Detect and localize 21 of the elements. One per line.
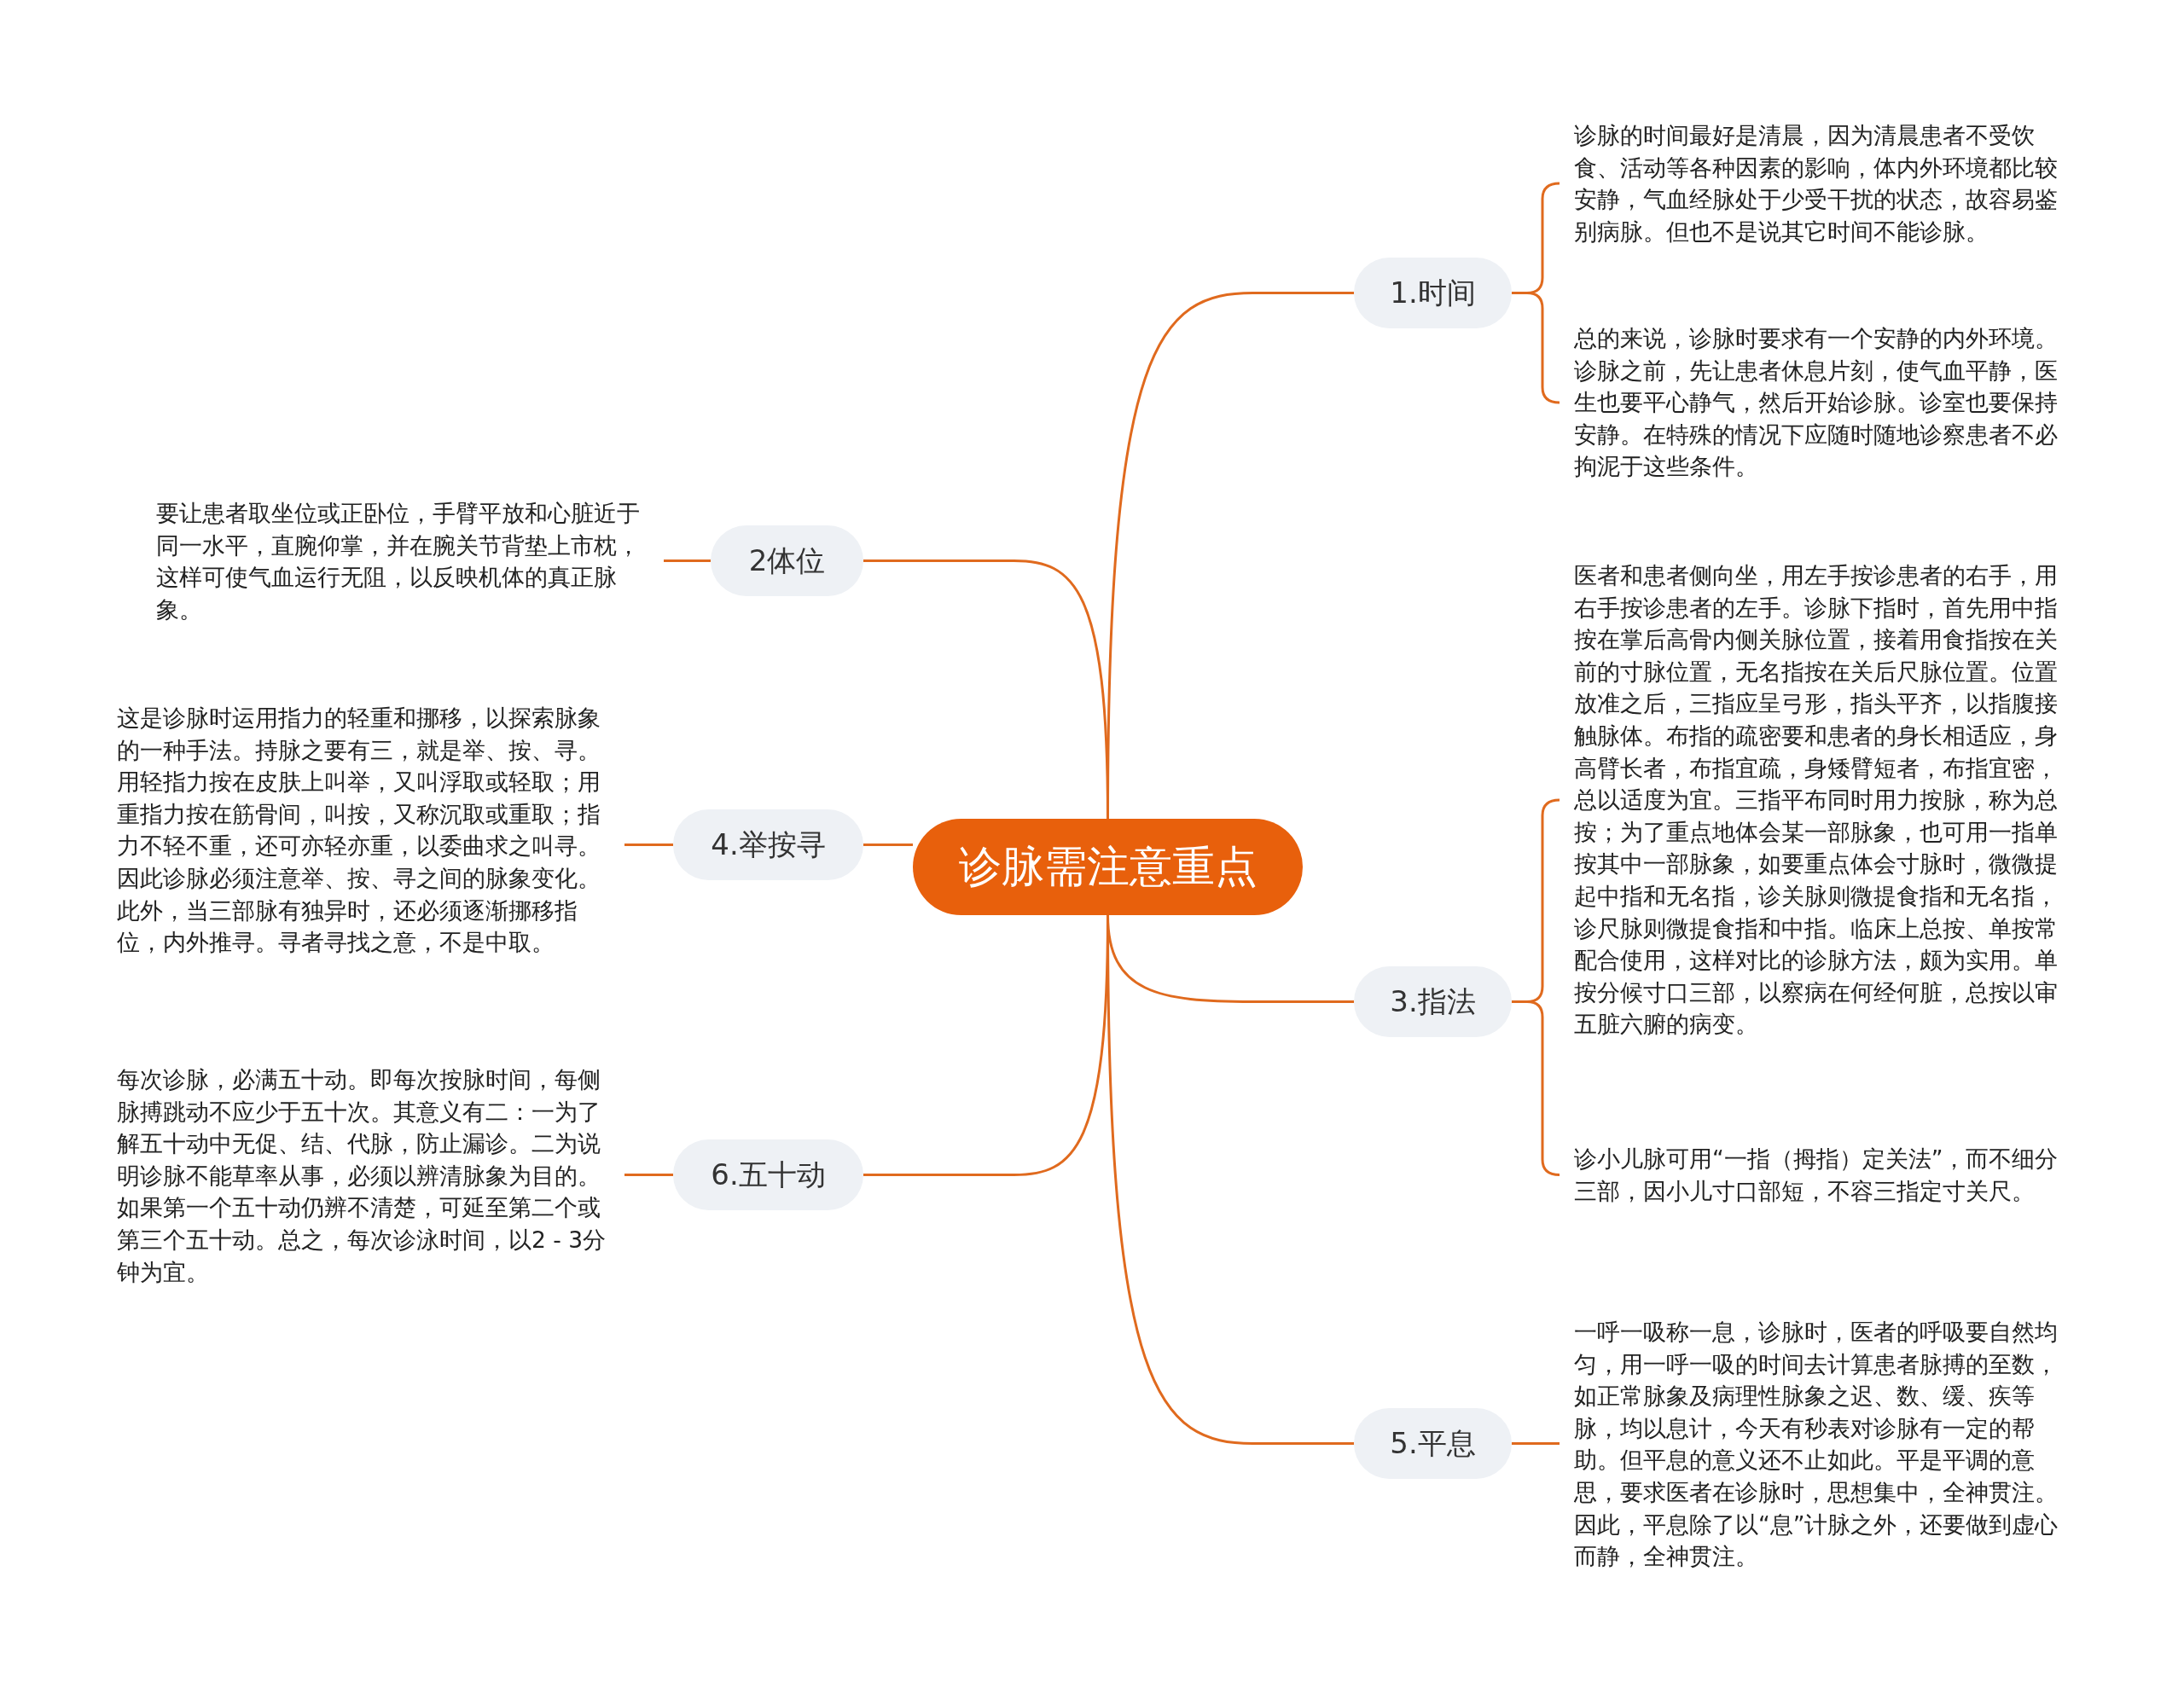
topic-box: 5.平息 <box>1354 1408 1512 1479</box>
note-text: 这是诊脉时运用指力的轻重和挪移，以探索脉象的一种手法。持脉之要有三，就是举、按、寻。用轻指力按在皮肤上叫举，又叫浮取或轻取；用重指力按在筋骨间，叫按，又称沉取或重取；指力不轻不重，还可亦轻亦重，以委曲求之叫寻。因此诊脉必须注意举、按、寻之间的脉象变化。此外，当三部脉有独异时，还必须逐渐挪移指位，内外推寻。寻者寻找之意，不是中取。 <box>117 702 624 959</box>
note-text: 每次诊脉，必满五十动。即每次按脉时间，每侧脉搏跳动不应少于五十次。其意义有二：一为了解五十动中无促、结、代脉，防止漏诊。二为说明诊脉不能草率从事，必须以辨清脉象为目的。如果第一个五十动仍辨不清楚，可延至第二个或第三个五十动。总之，每次诊泳时间，以2 - 3分钟为宜。 <box>117 1064 624 1289</box>
note-text: 诊脉的时间最好是清晨，因为清晨患者不受饮食、活动等各种因素的影响，体内外环境都比较安静，气血经脉处于少受干扰的状态，故容易鉴别病脉。但也不是说其它时间不能诊脉。 <box>1560 119 2080 248</box>
note-text: 要让患者取坐位或正卧位，手臂平放和心脏近于同一水平，直腕仰掌，并在腕关节背垫上市枕，这样可使气血运行无阻，以反映机体的真正脉象。 <box>156 497 664 626</box>
topic-box: 6.五十动 <box>673 1139 863 1210</box>
topic-box: 1.时间 <box>1354 258 1512 328</box>
connector <box>624 1174 673 1176</box>
connector <box>624 844 673 846</box>
connector <box>863 844 913 846</box>
central-topic: 诊脉需注意重点 <box>913 819 1303 915</box>
note-text: 一呼一吸称一息，诊脉时，医者的呼吸要自然均匀，用一呼一吸的时间去计算患者脉搏的至数，如正常脉象及病理性脉象之迟、数、缓、疾等脉，均以息计，今天有秒表对诊脉有一定的帮助。但平息的意义还不止如此。平是平调的意思，要求医者在诊脉时，思想集中，全神贯注。因此，平息除了以“息”计脉之外，还要做到虚心而静，全神贯注。 <box>1560 1316 2080 1573</box>
connector <box>863 559 1109 819</box>
topic-box: 3.指法 <box>1354 966 1512 1037</box>
note-text: 总的来说，诊脉时要求有一个安静的内外环境。诊脉之前，先让患者休息片刻，使气血平静，医生也要平心静气，然后开始诊脉。诊室也要保持安静。在特殊的情况下应随时随地诊察患者不必拘泥于这些条件。 <box>1560 322 2080 483</box>
topic-box: 4.举按寻 <box>673 809 863 880</box>
note-text: 诊小儿脉可用“一指（拇指）定关法”，而不细分三部，因小儿寸口部短，不容三指定寸关尺。 <box>1560 1143 2080 1208</box>
connector <box>1512 1442 1560 1445</box>
note-text: 医者和患者侧向坐，用左手按诊患者的右手，用右手按诊患者的左手。诊脉下指时，首先用中指按在掌后高骨内侧关脉位置，接着用食指按在关前的寸脉位置，无名指按在关后尺脉位置。位置放准之后，三指应呈弓形，指头平齐，以指腹接触脉体。布指的疏密要和患者的身长相适应，身高臂长者，布指宜疏，身矮臂短者，布指宜密，总以适度为宜。三指平布同时用力按脉，称为总按；为了重点地体会某一部脉象，也可用一指单按其中一部脉象，如要重点体会寸脉时，微微提起中指和无名指，诊关脉则微提食指和无名指，诊尺脉则微提食指和中指。临床上总按、单按常配合使用，这样对比的诊脉方法，颇为实用。单按分候寸口三部，以察病在何经何脏，总按以审五脏六腑的病变。 <box>1560 559 2080 1041</box>
connector <box>664 559 711 562</box>
topic-box: 2体位 <box>711 525 863 596</box>
